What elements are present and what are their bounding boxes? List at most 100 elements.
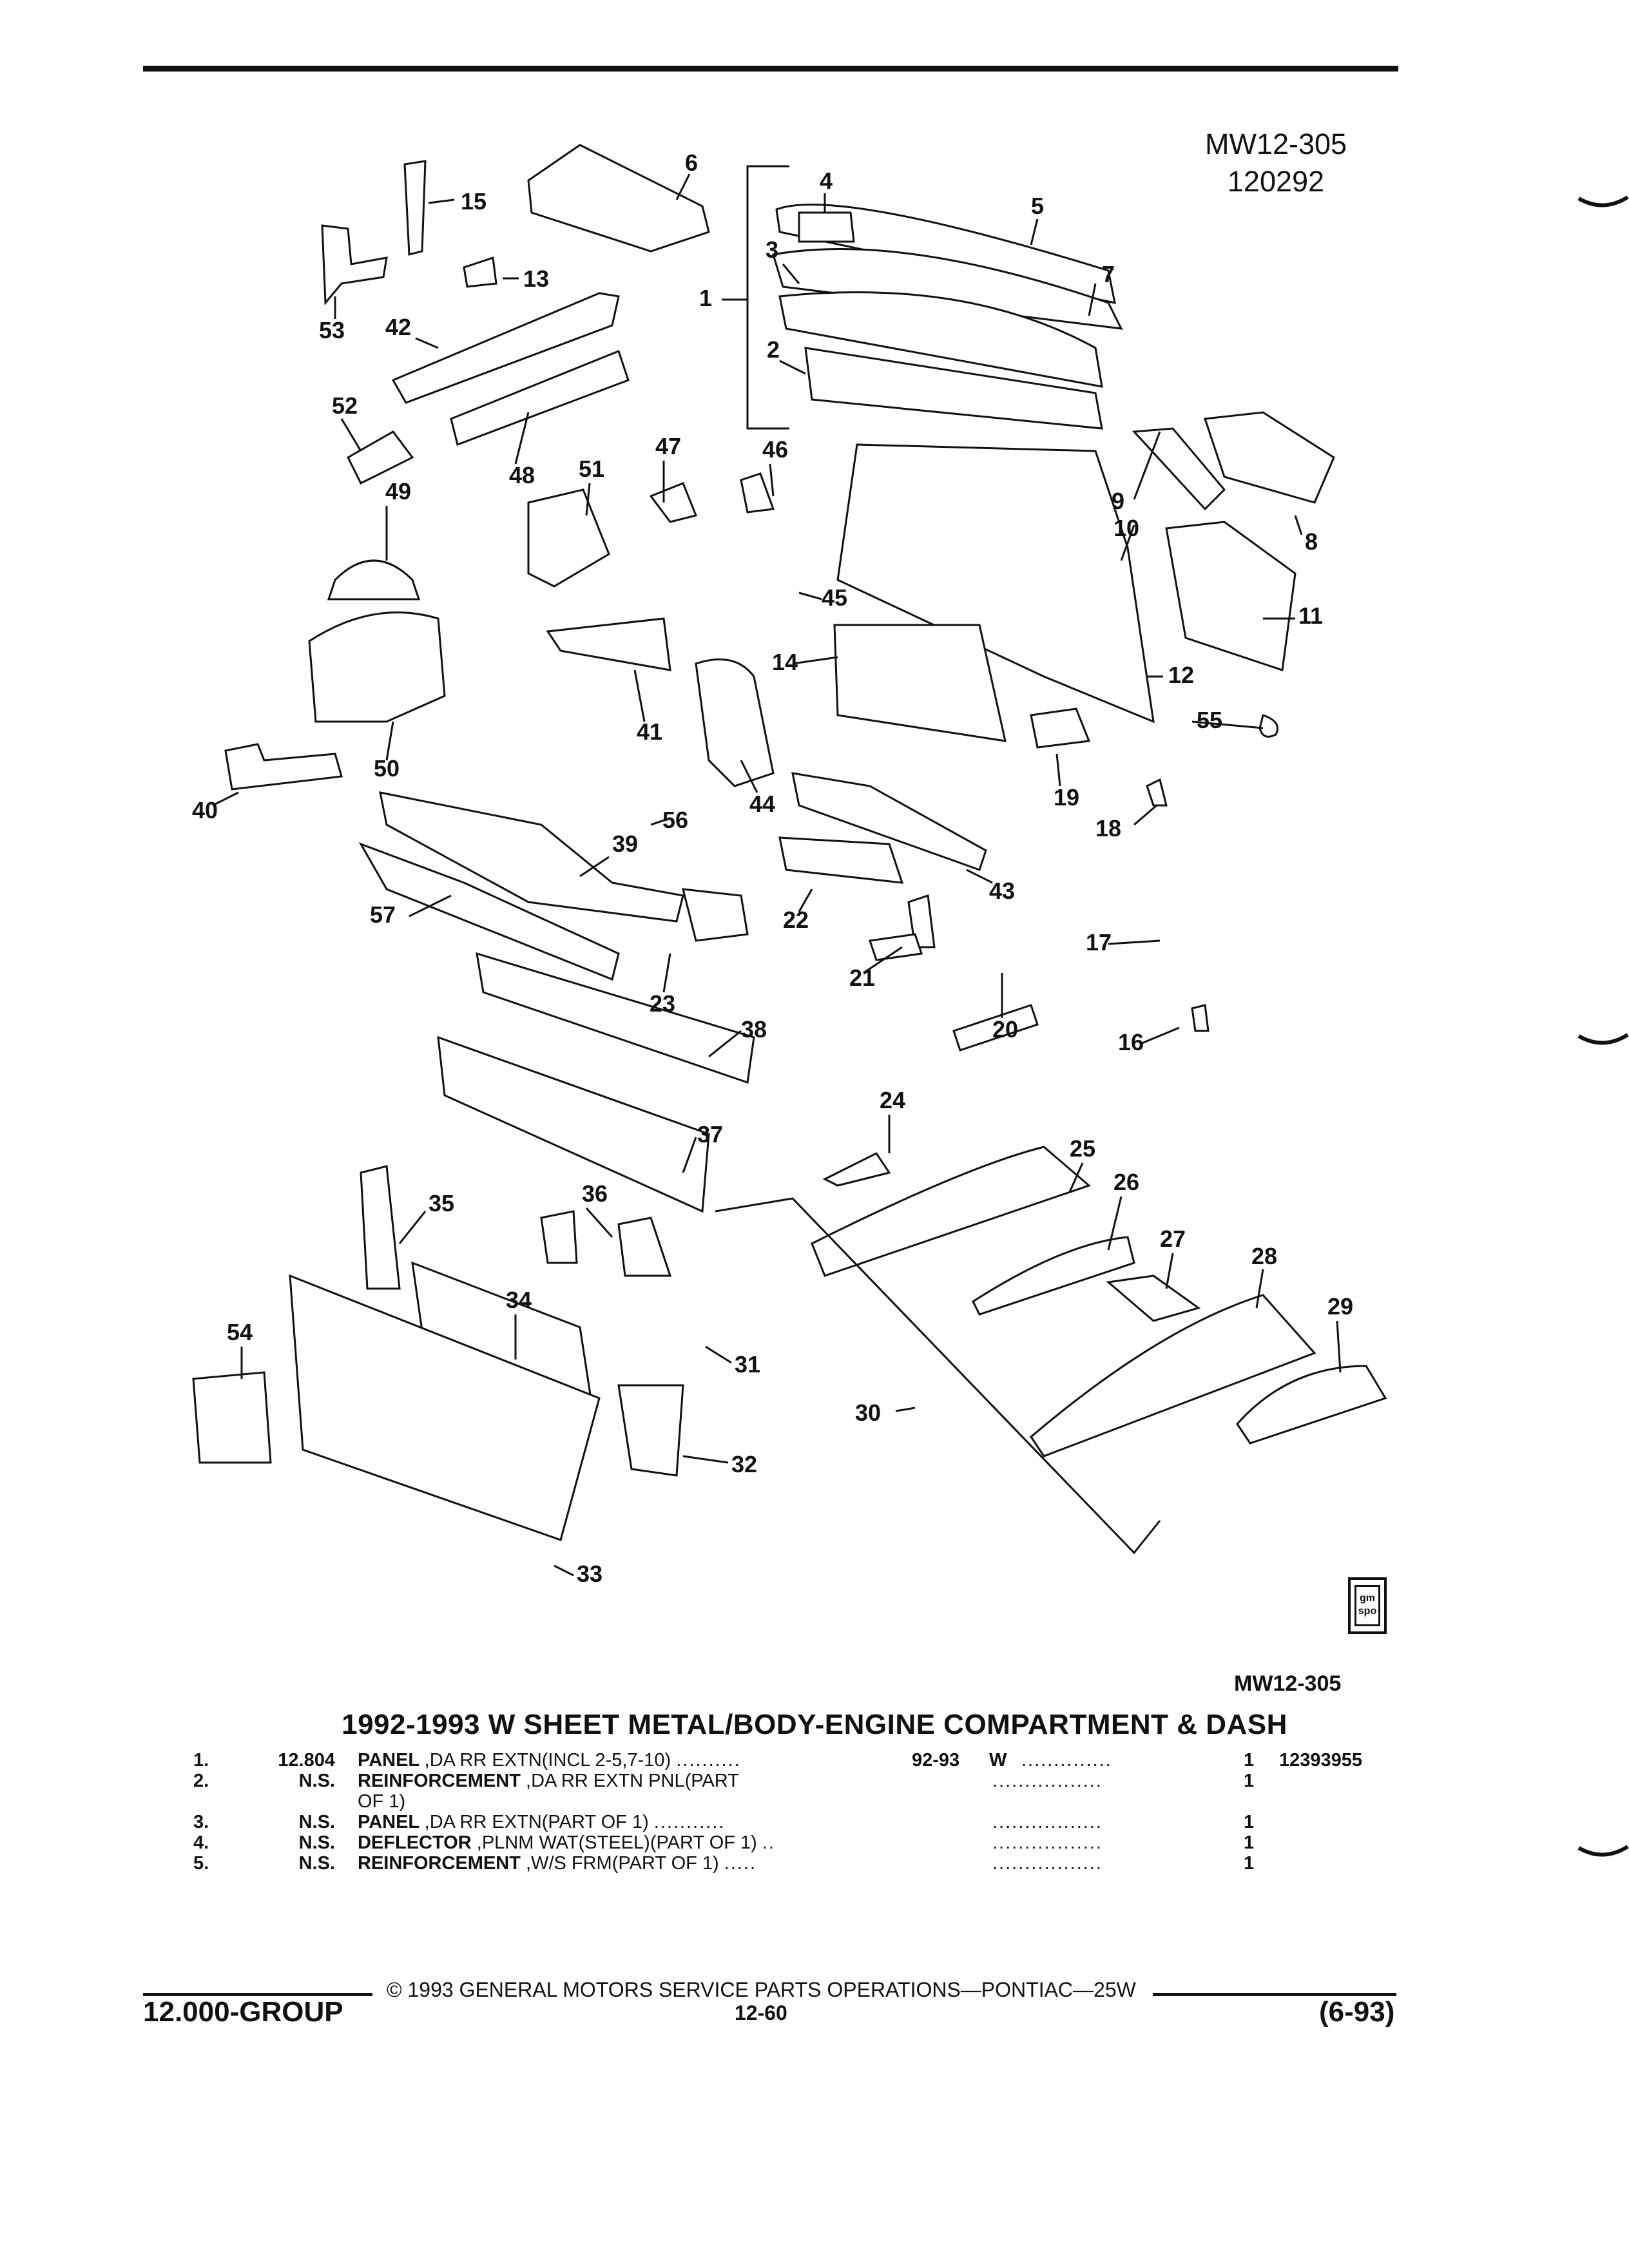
part-detail: ,PLNM WAT(STEEL)(PART OF 1) [476, 1832, 757, 1853]
item-number: 1. [193, 1750, 209, 1771]
callout-31: 31 [735, 1351, 760, 1378]
part-description: REINFORCEMENT ,DA RR EXTN PNL(PART OF 1) [358, 1771, 744, 1812]
callout-2: 2 [767, 336, 780, 363]
group-number: 12.000-GROUP [143, 1996, 343, 2028]
callout-14: 14 [772, 649, 798, 675]
callout-23: 23 [650, 990, 675, 1017]
leader-dots: ........... [653, 1812, 726, 1832]
model-years: 92-93 [912, 1750, 960, 1771]
item-number: 2. [193, 1771, 209, 1791]
callout-34: 34 [506, 1287, 532, 1313]
callout-5: 5 [1031, 193, 1044, 219]
series: W [989, 1750, 1007, 1771]
callout-54: 54 [227, 1319, 253, 1345]
leader-dots: .............. [1021, 1750, 1112, 1771]
figure-reference: MW12-305 120292 [1179, 126, 1373, 200]
callout-29: 29 [1327, 1293, 1353, 1320]
callout-28: 28 [1251, 1243, 1277, 1269]
top-rule [143, 66, 1398, 72]
parts-row: 5. N.S. REINFORCEMENT ,W/S FRM(PART OF 1… [193, 1853, 1418, 1874]
part-name: REINFORCEMENT [358, 1771, 521, 1791]
callout-43: 43 [989, 878, 1015, 904]
leader-dots: .......... [676, 1750, 741, 1771]
subassembly-divider [715, 1197, 1161, 1555]
part-name: PANEL [358, 1750, 419, 1771]
page-number: 12-60 [735, 2001, 787, 2024]
callout-49: 49 [385, 478, 411, 505]
quantity: 1 [1244, 1853, 1255, 1874]
callout-20: 20 [992, 1016, 1018, 1043]
part-description: PANEL ,DA RR EXTN(INCL 2-5,7-10) .......… [358, 1750, 1041, 1771]
parts-list: 1. 12.804 PANEL ,DA RR EXTN(INCL 2-5,7-1… [193, 1750, 1418, 1874]
callout-38: 38 [741, 1016, 767, 1043]
callout-8: 8 [1305, 528, 1318, 555]
leader-dots: ................. [992, 1812, 1103, 1832]
footer-rule-left [143, 1993, 372, 1996]
binder-notch-mark [1577, 195, 1629, 207]
callout-41: 41 [637, 718, 662, 745]
callout-37: 37 [697, 1121, 723, 1148]
figure-code: MW12-305 [1234, 1671, 1342, 1696]
part-outlines [192, 144, 1387, 1541]
callout-55: 55 [1197, 707, 1222, 733]
group-code: N.S. [298, 1771, 335, 1791]
callout-10: 10 [1113, 515, 1139, 541]
item-number: 3. [193, 1812, 209, 1832]
group-code: 12.804 [278, 1750, 335, 1771]
revision-date: (6-93) [1319, 1996, 1395, 2028]
part-name: DEFLECTOR [358, 1832, 472, 1853]
callout-32: 32 [731, 1451, 757, 1477]
item-number: 5. [193, 1853, 209, 1874]
callout-9: 9 [1112, 488, 1124, 514]
leader-dots: .. [762, 1832, 775, 1853]
quantity: 1 [1244, 1771, 1255, 1791]
part-description: PANEL ,DA RR EXTN(PART OF 1) ........... [358, 1812, 1041, 1832]
callout-11: 11 [1298, 602, 1323, 629]
callout-labels: 1 2 3 4 5 6 7 8 9 10 11 12 13 14 15 16 1… [192, 149, 1353, 1587]
callout-24: 24 [880, 1087, 905, 1113]
callout-39: 39 [612, 831, 638, 857]
part-detail: ,DA RR EXTN PNL(PART OF 1) [358, 1771, 739, 1812]
leader-dots: ................. [992, 1853, 1103, 1874]
callout-52: 52 [332, 392, 358, 419]
callout-1: 1 [699, 285, 712, 311]
figure-ref-code: MW12-305 [1204, 128, 1347, 160]
callout-33: 33 [577, 1561, 602, 1587]
parts-row: 3. N.S. PANEL ,DA RR EXTN(PART OF 1) ...… [193, 1812, 1418, 1832]
callout-26: 26 [1113, 1169, 1139, 1195]
binder-notch-mark [1577, 1033, 1629, 1045]
binder-notch-mark [1577, 1845, 1629, 1857]
callout-12: 12 [1168, 662, 1194, 688]
callout-7: 7 [1102, 261, 1115, 287]
callout-30: 30 [855, 1399, 881, 1426]
callout-13: 13 [523, 265, 549, 292]
part-name: REINFORCEMENT [358, 1853, 521, 1874]
footer-rule-right [1153, 1993, 1396, 1996]
callout-16: 16 [1118, 1029, 1144, 1055]
quantity: 1 [1244, 1812, 1255, 1832]
group-code: N.S. [298, 1832, 335, 1853]
callout-57: 57 [370, 901, 396, 928]
callout-3: 3 [766, 236, 778, 263]
group-code: N.S. [298, 1812, 335, 1832]
group-code: N.S. [298, 1853, 335, 1874]
callout-4: 4 [820, 168, 833, 194]
quantity: 1 [1244, 1750, 1255, 1771]
callout-6: 6 [685, 149, 698, 176]
copyright-notice: © 1993 GENERAL MOTORS SERVICE PARTS OPER… [387, 1978, 1136, 2001]
callout-25: 25 [1070, 1135, 1095, 1162]
group-bracket [746, 165, 789, 430]
callout-46: 46 [762, 436, 788, 463]
leader-dots: ..... [724, 1853, 757, 1874]
parts-row: 2. N.S. REINFORCEMENT ,DA RR EXTN PNL(PA… [193, 1771, 1418, 1812]
callout-42: 42 [385, 314, 411, 340]
callout-27: 27 [1160, 1225, 1186, 1252]
part-name: PANEL [358, 1812, 419, 1832]
parts-list-title: 1992-1993 W SHEET METAL/BODY-ENGINE COMP… [342, 1709, 1287, 1740]
callout-48: 48 [509, 462, 535, 488]
callout-53: 53 [319, 317, 345, 343]
callout-44: 44 [749, 791, 775, 817]
leader-dots: ................. [992, 1771, 1103, 1791]
